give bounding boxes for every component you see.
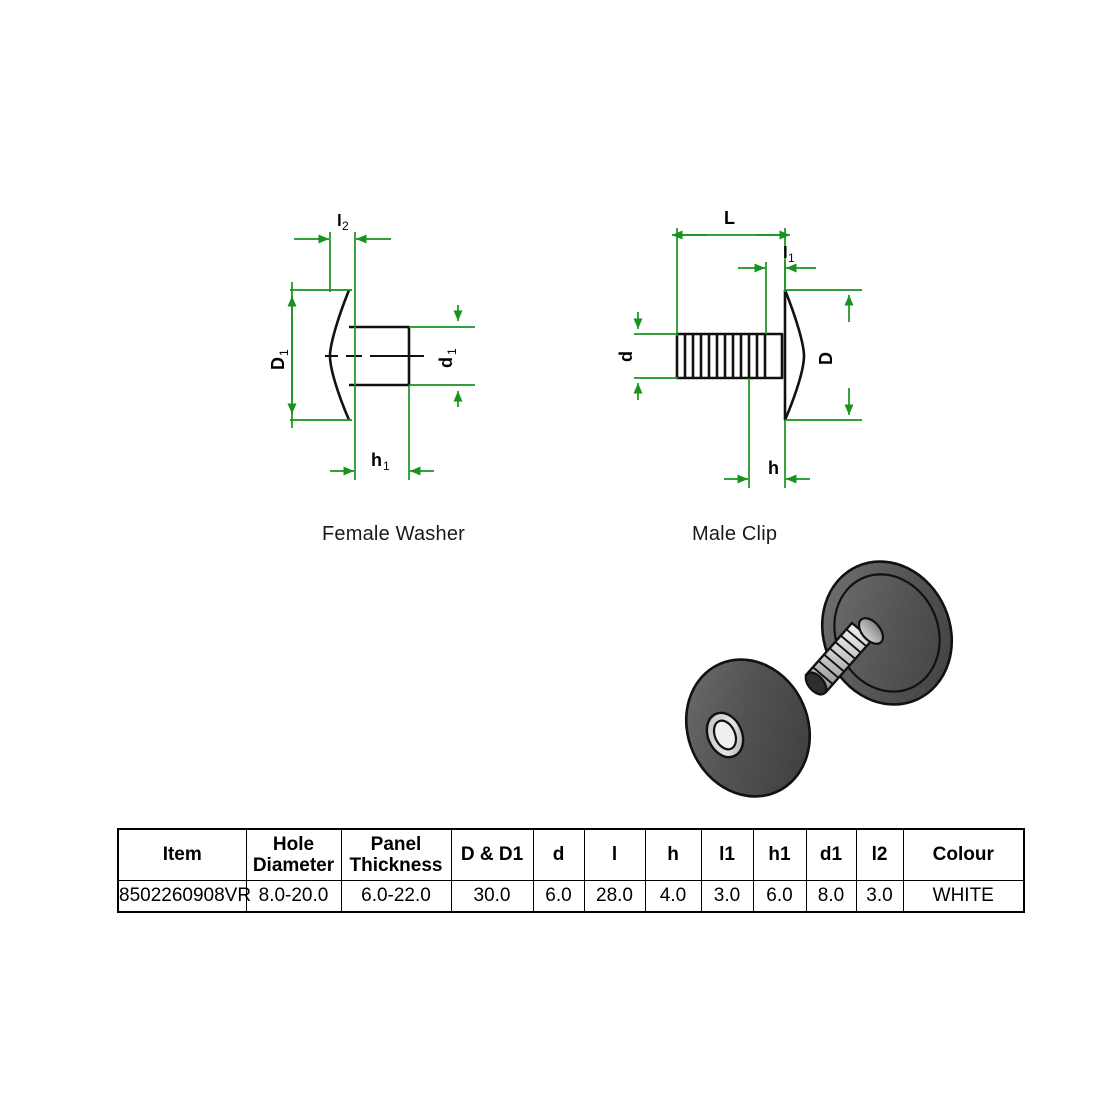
col-header-item-line1: Item	[162, 844, 202, 866]
spec-table-header: Item Hole Diameter Panel Thickness D & D…	[117, 828, 1025, 881]
dimension-h1	[330, 385, 434, 480]
product-3d-render	[684, 560, 954, 798]
col-header-l: l	[583, 828, 646, 881]
male-clip-flange	[820, 560, 954, 706]
label-D: D	[816, 352, 836, 365]
svg-text:D: D	[268, 357, 288, 370]
dimension-D	[785, 289, 862, 421]
dimension-d1	[409, 305, 475, 407]
male-clip-3d	[804, 560, 954, 706]
col-header-hole-diameter-line2: Diameter	[252, 855, 335, 876]
spec-table-body: 8502260908VR 8.0-20.0 6.0-22.0 30.0 6.0 …	[117, 880, 1025, 913]
female-washer-disc	[684, 658, 812, 798]
svg-text:d: d	[436, 357, 456, 368]
label-D1: D 1	[268, 349, 291, 370]
col-header-d: d	[532, 828, 585, 881]
male-clip-dimension-labels: L l 1 d D h	[616, 208, 836, 478]
svg-text:l: l	[337, 211, 342, 230]
dimension-d	[633, 312, 678, 400]
col-header-hole-diameter-line1: Hole	[272, 833, 315, 855]
label-d1: d 1	[436, 348, 459, 368]
male-clip-profile	[675, 289, 806, 421]
col-header-panel-thickness-line2: Thickness	[349, 855, 443, 876]
male-clip-shank	[804, 617, 885, 696]
cell-l2: 3.0	[855, 880, 904, 913]
col-header-d-and-d1: D & D1	[450, 828, 534, 881]
col-header-d1: d1	[805, 828, 857, 881]
col-header-colour: Colour	[902, 828, 1025, 881]
svg-text:1: 1	[383, 459, 390, 473]
label-l2: l 2	[337, 211, 349, 233]
col-header-l2: l2	[855, 828, 904, 881]
label-d: d	[616, 351, 636, 362]
label-l1: l 1	[783, 243, 795, 265]
cell-d1: 8.0	[805, 880, 857, 913]
svg-text:1: 1	[445, 348, 459, 355]
female-washer-dimension-labels: l 2 D 1 d 1 h 1	[268, 211, 459, 473]
label-h1: h 1	[371, 450, 390, 473]
col-header-panel-thickness-line1: Panel	[370, 833, 422, 855]
female-washer-drawing: l 2 D 1 d 1 h 1	[268, 211, 475, 480]
label-h: h	[768, 458, 779, 478]
table-row: 8502260908VR 8.0-20.0 6.0-22.0 30.0 6.0 …	[117, 880, 1025, 913]
female-washer-3d	[684, 658, 812, 798]
caption-male-clip: Male Clip	[692, 523, 778, 545]
specification-table: Item Hole Diameter Panel Thickness D & D…	[117, 828, 1025, 913]
svg-text:1: 1	[277, 349, 291, 356]
cell-d: 6.0	[532, 880, 585, 913]
col-header-l1: l1	[700, 828, 754, 881]
dimension-l2	[294, 232, 391, 420]
svg-text:h: h	[371, 450, 382, 470]
cell-l1: 3.0	[700, 880, 754, 913]
col-header-item: Item	[117, 828, 247, 881]
col-header-h1: h1	[752, 828, 807, 881]
col-header-hole-diameter: Hole Diameter	[245, 828, 342, 881]
cell-hole-diameter: 8.0-20.0	[245, 880, 342, 913]
cell-l: 28.0	[583, 880, 646, 913]
cell-d-and-d1: 30.0	[450, 880, 534, 913]
svg-text:l: l	[783, 243, 788, 262]
dimension-L	[672, 228, 790, 336]
col-header-h: h	[644, 828, 702, 881]
cell-panel-thickness: 6.0-22.0	[340, 880, 452, 913]
svg-text:1: 1	[788, 251, 795, 265]
cell-h: 4.0	[644, 880, 702, 913]
male-clip-shank-tip	[804, 671, 828, 696]
dimension-h	[724, 378, 810, 488]
male-clip-drawing: L l 1 d D h	[616, 208, 862, 488]
header-row: Item Hole Diameter Panel Thickness D & D…	[117, 828, 1025, 881]
cell-item: 8502260908VR	[117, 880, 251, 913]
female-washer-hole-inner	[712, 719, 738, 751]
dimension-D1	[287, 282, 352, 428]
cell-colour: WHITE	[902, 880, 1025, 913]
svg-text:2: 2	[342, 219, 349, 233]
male-clip-collar	[857, 617, 885, 645]
spec-table: Item Hole Diameter Panel Thickness D & D…	[117, 828, 1025, 913]
label-L: L	[724, 208, 735, 228]
caption-female-washer: Female Washer	[322, 523, 466, 545]
cell-h1: 6.0	[752, 880, 807, 913]
col-header-panel-thickness: Panel Thickness	[340, 828, 452, 881]
dimension-l1	[738, 262, 816, 334]
